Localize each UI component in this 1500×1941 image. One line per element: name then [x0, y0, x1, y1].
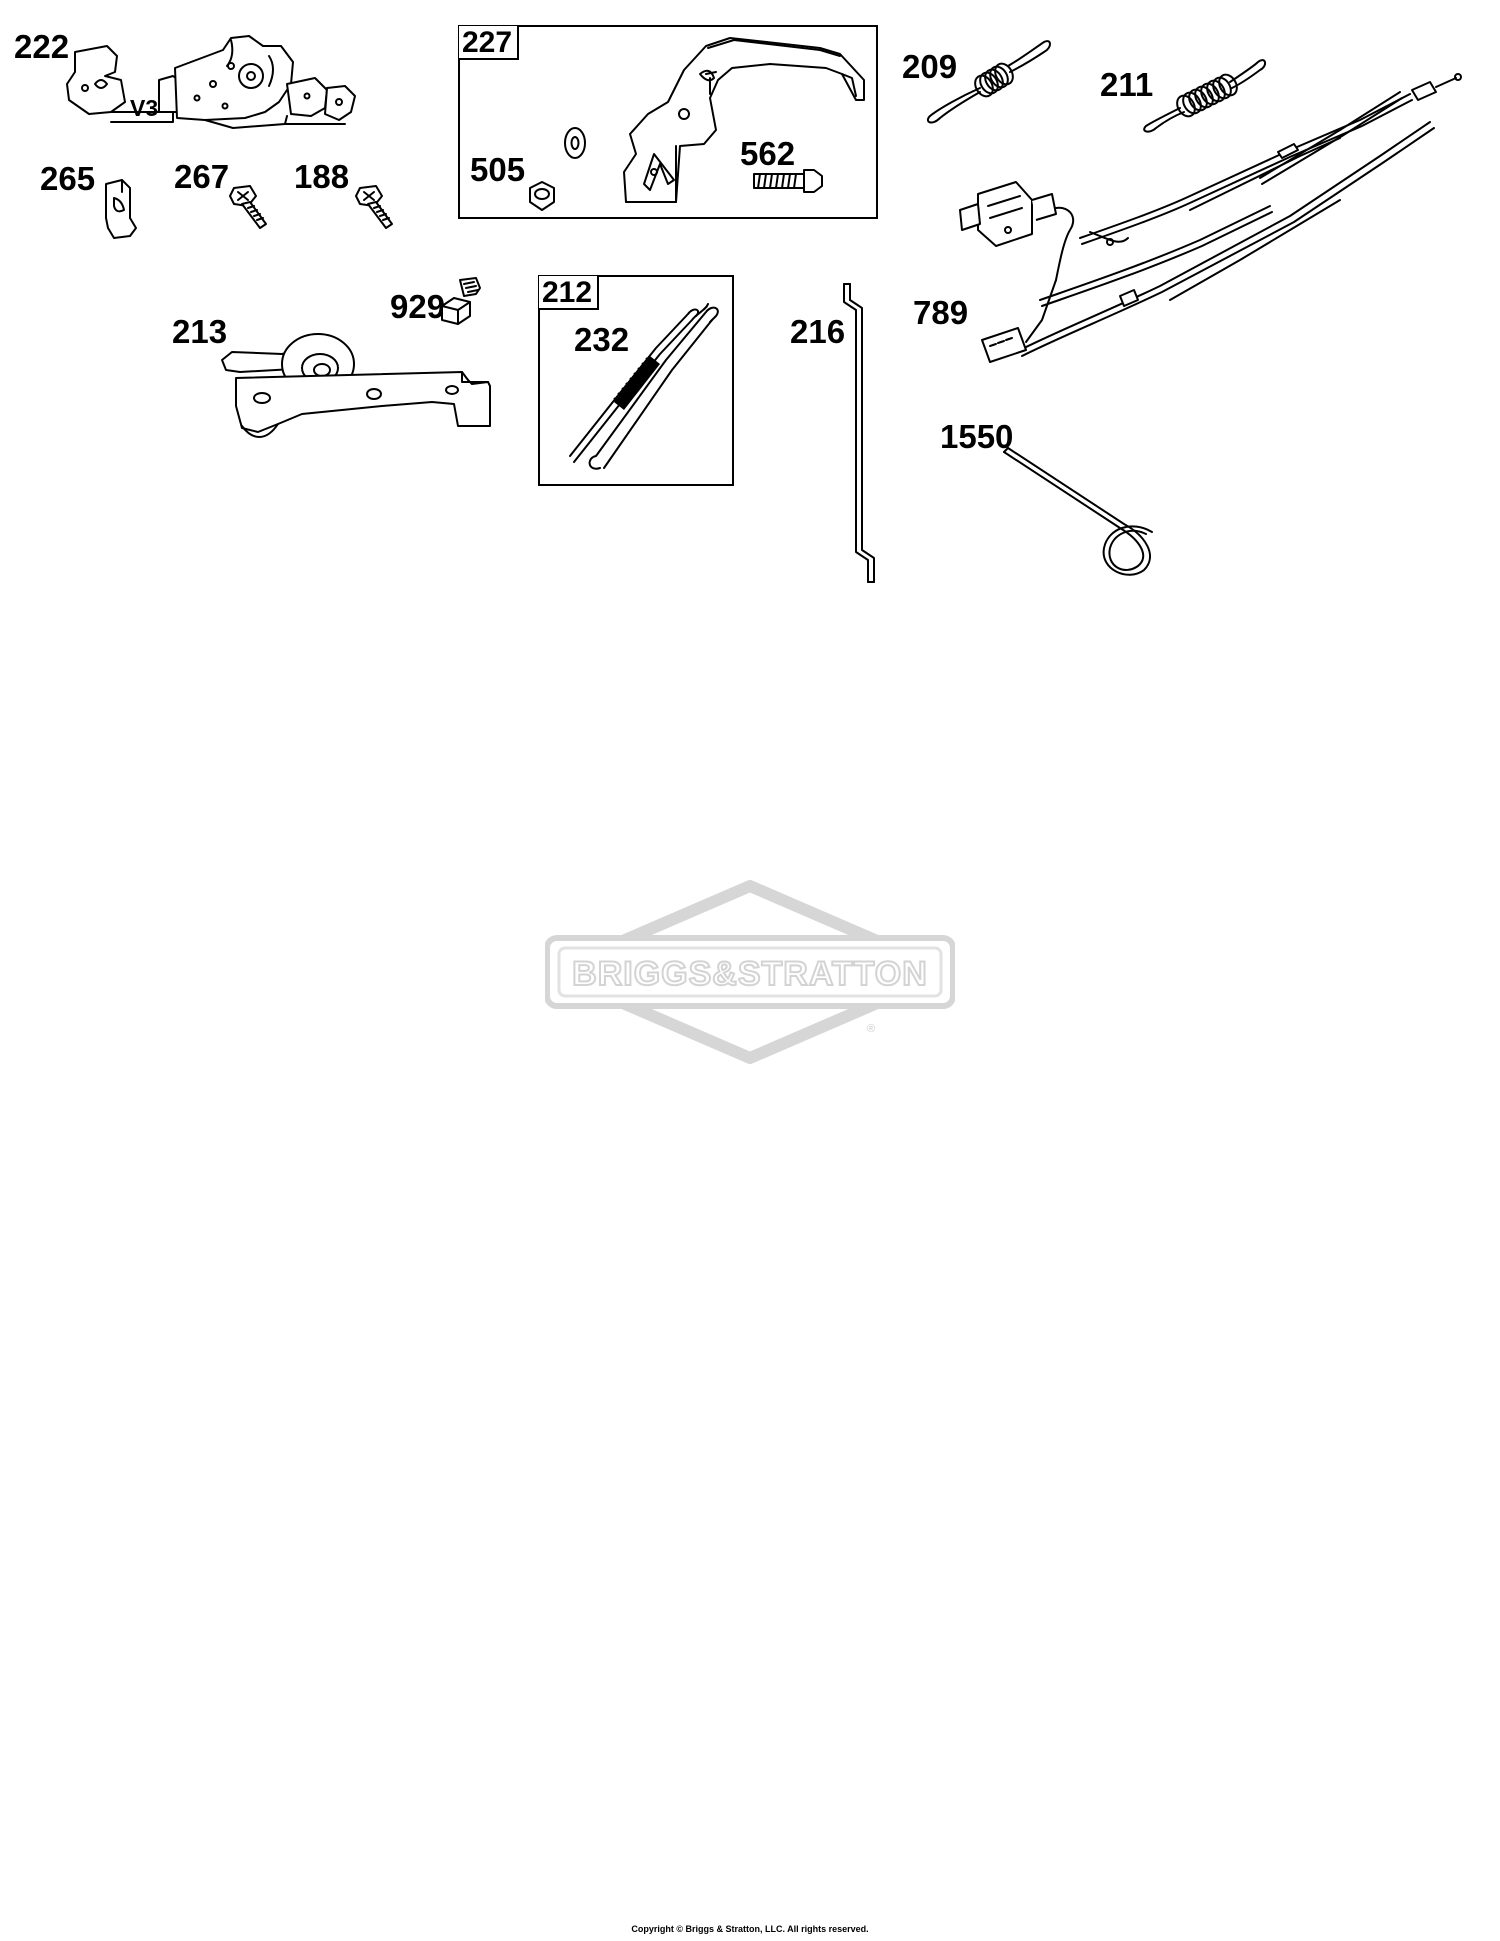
part-222-control-bracket: [55, 28, 375, 128]
callout-227: 227: [462, 26, 513, 59]
assembly-frame-227: [458, 25, 878, 219]
part-188-screw: [352, 184, 400, 232]
part-505-washer: [560, 125, 590, 161]
part-265-clip: [100, 178, 144, 240]
assembly-tag-227: 227: [459, 26, 520, 60]
callout-267: 267: [174, 158, 230, 195]
callout-265: 265: [40, 160, 96, 197]
watermark-brand-text: BRIGGS&STRATTON: [572, 955, 928, 993]
callout-222: 222: [14, 28, 70, 65]
callout-213: 213: [172, 313, 228, 350]
callout-211: 211: [1100, 66, 1154, 103]
callout-505: 505: [470, 151, 526, 188]
part-267-screw: [226, 184, 274, 232]
part-232-brake-spring-assembly: [556, 298, 728, 478]
assembly-tag-212: 212: [539, 276, 600, 310]
callout-789: 789: [913, 294, 969, 331]
part-929-bolt: [436, 276, 484, 334]
briggs-stratton-watermark: BRIGGS&STRATTON ®: [545, 880, 955, 1064]
part-789-wire-harness: [960, 60, 1470, 370]
callout-188: 188: [294, 158, 350, 195]
part-213-bracket: [222, 320, 492, 446]
callout-562: 562: [740, 135, 796, 172]
part-216-rod: [836, 282, 886, 586]
part-1550-hairpin: [1000, 448, 1168, 574]
part-562-screw: [752, 168, 824, 194]
callout-212: 212: [542, 276, 593, 309]
callout-232: 232: [574, 321, 630, 358]
callout-216: 216: [790, 313, 846, 350]
callout-929: 929: [390, 288, 446, 325]
part-227-control-lever: [620, 34, 870, 204]
part-505-nut: [524, 180, 560, 212]
watermark-registered-mark: ®: [867, 1023, 875, 1035]
part-209-spring: [922, 36, 1056, 124]
part-marking-v3: V3: [130, 95, 159, 121]
part-211-spring: [1140, 54, 1270, 134]
assembly-frame-212: [538, 275, 734, 486]
copyright-footer: Copyright © Briggs & Stratton, LLC. All …: [631, 1924, 869, 1934]
callout-1550: 1550: [940, 418, 1014, 455]
callout-209: 209: [902, 48, 958, 85]
